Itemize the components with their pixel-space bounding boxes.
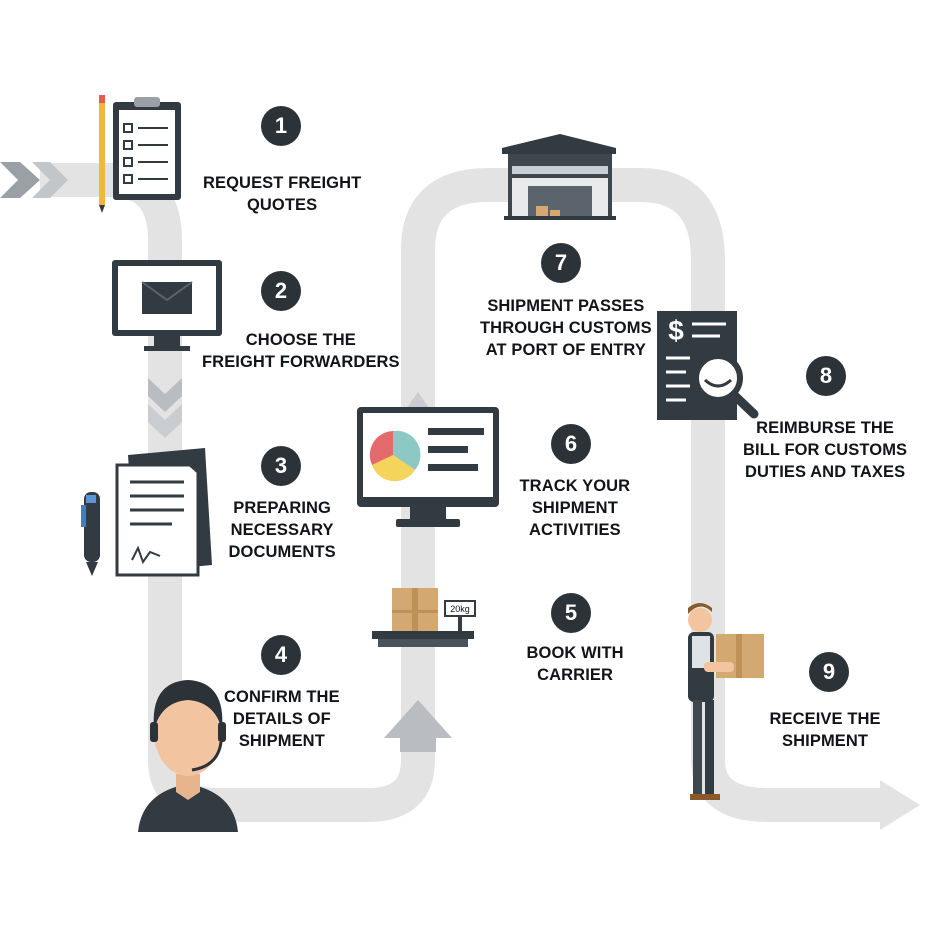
signed-documents-icon <box>81 448 212 577</box>
step-2-badge: 2 <box>261 271 301 311</box>
step-2-label-line: FREIGHT FORWARDERS <box>202 353 400 371</box>
step-4-label: CONFIRM THE DETAILS OF SHIPMENT <box>224 686 340 752</box>
step-3-label-line: DOCUMENTS <box>228 543 336 561</box>
chevron-down-icon <box>148 404 182 438</box>
step-1-label-line: REQUEST FREIGHT <box>203 174 362 192</box>
step-3-label-line: PREPARING <box>233 499 331 517</box>
warehouse-icon <box>502 134 616 220</box>
step-4-badge: 4 <box>261 635 301 675</box>
step-6-label-line: TRACK YOUR <box>519 477 631 495</box>
step-6-label-line: SHIPMENT <box>531 499 618 517</box>
step-8-label-line: DUTIES AND TAXES <box>744 463 906 481</box>
analytics-monitor-icon <box>357 407 499 527</box>
step-4-label-line: DETAILS OF <box>232 710 331 728</box>
step-9-badge: 9 <box>809 652 849 692</box>
step-2-label: CHOOSE THE FREIGHT FORWARDERS <box>202 329 400 373</box>
step-6-badge: 6 <box>551 424 591 464</box>
step-5-label-line: CARRIER <box>537 666 613 684</box>
step-9-label: RECEIVE THE SHIPMENT <box>770 708 881 752</box>
step-4-label-line: CONFIRM THE <box>224 688 340 706</box>
email-monitor-icon <box>112 260 222 351</box>
step-3-label-line: NECESSARY <box>230 521 334 539</box>
step-9-label-line: RECEIVE THE <box>769 710 881 728</box>
chevron-right-icon <box>0 162 40 198</box>
step-6-label-line: ACTIVITIES <box>528 521 621 539</box>
step-7-label-line: AT PORT OF ENTRY <box>485 341 646 359</box>
path-segment-bottom-left-curve <box>148 758 435 822</box>
invoice-search-icon: $ <box>657 311 759 420</box>
step-1-label-line: QUOTES <box>246 196 318 214</box>
step-8-label-line: REIMBURSE THE <box>756 419 895 437</box>
arrow-up-icon <box>384 700 452 752</box>
step-8-label: REIMBURSE THE BILL FOR CUSTOMS DUTIES AND … <box>743 417 907 483</box>
step-8-label-line: BILL FOR CUSTOMS <box>743 441 908 459</box>
step-5-badge: 5 <box>551 593 591 633</box>
step-8-badge: 8 <box>806 356 846 396</box>
step-4-label-line: SHIPMENT <box>238 732 325 750</box>
path-segment-bottom-right <box>691 758 880 822</box>
svg-text:$: $ <box>668 315 684 346</box>
step-7-label-line: THROUGH CUSTOMS <box>480 319 652 337</box>
scale-reading: 20kg <box>450 604 470 614</box>
step-3-badge: 3 <box>261 446 301 486</box>
support-agent-icon <box>138 680 238 832</box>
step-7-label-line: SHIPMENT PASSES <box>487 297 645 315</box>
step-3-label: PREPARING NECESSARY DOCUMENTS <box>229 497 336 563</box>
path-segment-top-right-curve <box>610 168 725 760</box>
step-5-label: BOOK WITH CARRIER <box>527 642 624 686</box>
chevron-right-icon <box>32 162 68 198</box>
step-9-label-line: SHIPMENT <box>782 732 869 750</box>
step-6-label: TRACK YOUR SHIPMENT ACTIVITIES <box>520 475 631 541</box>
weighing-scale-icon: 20kg <box>372 588 476 647</box>
arrow-right-icon <box>880 780 920 830</box>
delivery-worker-icon <box>688 603 764 800</box>
step-7-badge: 7 <box>541 243 581 283</box>
clipboard-checklist-icon <box>99 95 181 213</box>
step-2-label-line: CHOOSE THE <box>245 331 356 349</box>
step-7-label: SHIPMENT PASSES THROUGH CUSTOMS AT PORT OF… <box>480 295 652 361</box>
path-segment-middle-column <box>401 168 520 760</box>
step-5-label-line: BOOK WITH <box>526 644 624 662</box>
step-1-label: REQUEST FREIGHT QUOTES <box>203 172 361 216</box>
chevron-down-icon <box>148 378 182 412</box>
step-1-badge: 1 <box>261 106 301 146</box>
